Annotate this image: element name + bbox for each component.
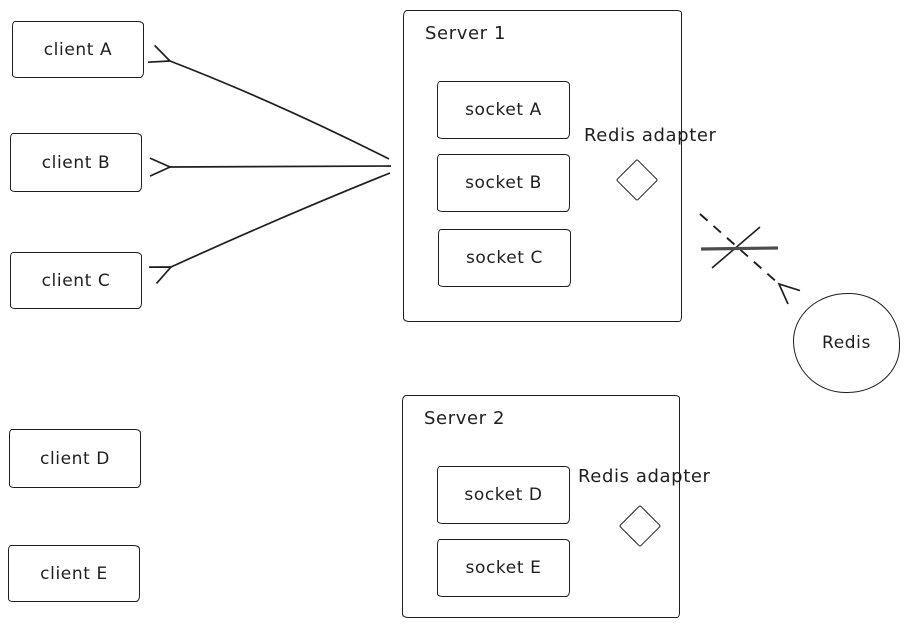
client-e-label: client E [40,563,108,584]
node-server-2: Server 2 socket D socket E [402,395,680,618]
node-client-a: client A [12,21,144,78]
node-client-c: client C [10,252,142,309]
socket-c-label: socket C [465,248,544,268]
node-client-e: client E [8,545,140,602]
crossout-stroke-horizontal [700,246,779,251]
client-c-label: client C [41,270,111,291]
client-a-label: client A [43,39,113,60]
client-d-label: client D [40,448,110,469]
node-client-b: client B [10,133,142,192]
node-socket-b: socket B [437,154,570,212]
server-2-label: Server 2 [424,408,506,429]
socket-a-label: socket A [465,100,542,120]
client-b-label: client B [41,152,111,173]
socket-e-label: socket E [465,558,542,578]
redis-label: Redis [822,333,871,353]
node-socket-e: socket E [437,539,570,597]
node-server-1: Server 1 socket A socket B socket C [403,10,682,322]
edge-server1-to-client-a [148,44,390,160]
node-socket-c: socket C [438,229,571,287]
edge-server1-to-client-c [149,172,391,285]
node-client-d: client D [9,429,141,488]
node-socket-d: socket D [437,466,570,524]
edge-adapter1-to-redis-dashed [699,213,801,305]
server-1-redis-adapter-label: Redis adapter [584,125,717,146]
edge-server1-to-client-b [149,157,392,177]
socket-b-label: socket B [465,173,542,193]
node-socket-a: socket A [437,81,570,139]
server-2-redis-adapter-label: Redis adapter [578,466,711,487]
node-redis: Redis [793,293,900,393]
socket-d-label: socket D [464,485,543,505]
server-1-label: Server 1 [425,23,507,44]
crossout-stroke-diagonal [711,226,761,269]
